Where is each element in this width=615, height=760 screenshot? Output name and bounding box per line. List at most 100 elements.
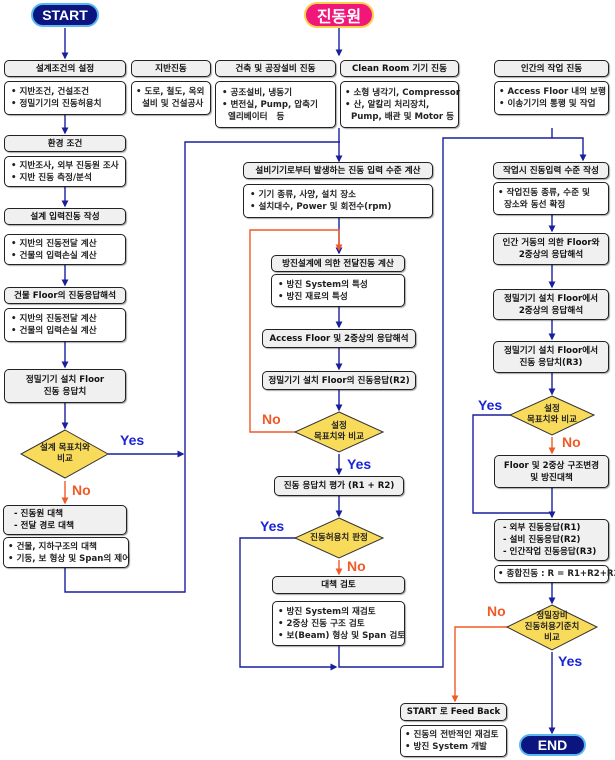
label-line: 설정: [544, 404, 560, 414]
list-item: • 지반의 진동전달 계산: [11, 314, 97, 324]
label-line: - 인간작업 진동응답(R3): [503, 547, 597, 557]
total-vibration: • 종합진동 : R = R1+R2+R3: [494, 565, 615, 583]
review-body: • 방진 System의 재검토 • 2중상 진동 구조 검토 • 보(Beam…: [272, 601, 405, 646]
list-item: • 건물의 입력손실 계산: [11, 250, 97, 261]
work-input-header: 작업시 진동입력 수준 작성: [493, 162, 609, 179]
design-conditions-header: 설계조건의 설정: [4, 60, 126, 77]
isolation-body: • 방진 System의 특성 • 방진 재료의 특성: [271, 274, 405, 307]
cleanroom-vibration-body: • 소형 냉각기, Compressor • 산, 알칼리 처리장치, Pump…: [340, 81, 461, 128]
list-item: • 지반의 진동전달 계산: [11, 238, 97, 249]
label-line: Floor 및 2중상 구조변경: [503, 460, 600, 471]
evaluate-response: 진동 응답치 평가 (R1 + R2): [274, 476, 404, 496]
line-final-no: [451, 626, 509, 703]
start-terminal: START: [31, 3, 99, 27]
no-label-right: No: [562, 434, 581, 450]
list-item: • 보(Beam) 형상 및 Span 검토: [278, 630, 406, 641]
install-floor-2nd-response: 정밀기기 설치 Floor에서 2중상의 응답해석: [493, 289, 609, 320]
list-item: 엘리베이터 등: [222, 111, 285, 122]
label-line: 진동 응답치: [43, 387, 87, 397]
list-item: • 변전실, Pump, 압축기: [222, 99, 318, 110]
install-floor-response: 정밀기기 설치 Floor 진동 응답치: [4, 369, 126, 403]
list-item: • Access Floor 내의 보행: [499, 87, 606, 97]
label-line: 진동 응답치(R3): [519, 358, 583, 368]
line-allowable-yes: [239, 537, 338, 671]
label-line: 정밀장비: [536, 610, 568, 621]
cleanroom-vibration-header: Clean Room 기기 진동: [340, 60, 459, 77]
line-center-no-loop: [249, 229, 343, 433]
list-item: • 소형 냉각기, Compressor: [345, 87, 461, 98]
structure-body: • 건물, 지하구조의 대책 • 기둥, 보 형상 및 Span의 제어: [3, 537, 131, 568]
environment-body: • 지반조사, 외부 진동원 조사 • 지반 진동 측정/분석: [4, 156, 126, 187]
work-input-body: • 작업진동 종류, 수준 및 장소와 동선 확정: [493, 182, 609, 215]
list-item: • 건물, 지하구조의 대책: [8, 541, 97, 552]
label-line: 정밀기기 설치 Floor에서: [503, 293, 599, 304]
human-vibration-body: • Access Floor 내의 보행 • 이송기기의 통행 및 작업: [494, 81, 609, 115]
decision-allowable-label: 진동허용치 판정: [295, 530, 383, 546]
list-item: Pump, 배관 및 Motor 등: [345, 111, 455, 122]
list-item: • 방진 System 개발: [405, 742, 487, 752]
list-item: • 진동의 전반적인 재검토: [405, 730, 499, 740]
decision-center: [293, 411, 385, 453]
list-item: • 2중상 진동 구조 검토: [278, 618, 365, 629]
human-floor-response: 인간 거동의 의한 Floor와 2중상의 응답해석: [493, 233, 609, 265]
responses-box: - 외부 진동응답(R1) - 설비 진동응답(R2) - 인간작업 진동응답(…: [494, 519, 609, 561]
label-line: 인간 거동의 의한 Floor와: [502, 238, 600, 248]
line-right-yes: [472, 414, 552, 514]
feedback-header: START 로 Feed Back: [400, 703, 507, 721]
label-line: 목표치와 비교: [527, 415, 577, 425]
human-vibration-header: 인간의 작업 진동: [494, 60, 609, 77]
line-review-out: [338, 137, 587, 668]
decision-allowable: [293, 517, 385, 559]
label-line: 설계 목표치와: [40, 443, 90, 453]
list-item: • 방진 재료의 특성: [278, 291, 348, 302]
list-item: • 지반 진동 측정/분석: [11, 172, 92, 183]
decision-final: [505, 604, 599, 651]
list-item: • 방진 System의 특성: [278, 279, 368, 290]
access-floor-analysis: Access Floor 및 2중상의 응답해석: [262, 329, 416, 348]
no-label-center: No: [262, 411, 281, 427]
review-header: 대책 검토: [272, 576, 405, 594]
list-item: • 이송기기의 통행 및 작업: [499, 99, 596, 109]
design-conditions-body: • 지반조건, 건설조건 • 정밀기기의 진동허용치: [4, 81, 126, 115]
label-line: 설정: [331, 421, 347, 431]
list-item: 설비 및 건설공사: [136, 99, 204, 109]
environment-header: 환경 조건: [4, 135, 126, 152]
floor-response-body: • 지반의 진동전달 계산 • 건물의 입력손실 계산: [4, 308, 126, 342]
isolation-header: 방진설계에 의한 전달진동 계산: [271, 255, 405, 272]
list-item: • 기기 종류, 사양, 설치 장소: [250, 190, 357, 200]
list-item: 장소와 동선 확정: [498, 199, 566, 210]
list-item: • 도로, 철도, 옥외: [136, 87, 205, 97]
feedback-body: • 진동의 전반적인 재검토 • 방진 System 개발: [400, 725, 507, 757]
label-line: 및 방진대책: [530, 472, 573, 483]
countermeasure-box: - 진동원 대책 - 전달 경로 대책: [3, 505, 127, 535]
floor-response-header: 건물 Floor의 진동응답해석: [4, 287, 126, 304]
label-line: 진동허용기준치: [524, 621, 580, 632]
input-level-header: 설비기기로부터 발생하는 진동 입력 수준 계산: [243, 162, 433, 179]
label-line: 2중상의 응답해석: [518, 305, 584, 316]
input-vibration-header: 설계 입력진동 작성: [4, 208, 126, 225]
list-item: • 산, 알칼리 처리장치,: [345, 99, 430, 110]
ground-vibration-header: 지반진동: [131, 60, 211, 77]
list-item: • 지반조사, 외부 진동원 조사: [11, 160, 119, 171]
label-line: 정밀기기 설치 Floor에서: [503, 346, 599, 356]
label-line: 진동허용치 판정: [310, 532, 368, 543]
label-line: 비교: [57, 454, 73, 464]
yes-label-allowable: Yes: [260, 518, 285, 534]
list-item: • 정밀기기의 진동허용치: [11, 99, 102, 109]
list-item: • 기둥, 보 형상 및 Span의 제어: [8, 553, 131, 564]
yes-label-final: Yes: [558, 653, 583, 669]
label-line: - 전달 경로 대책: [14, 521, 74, 531]
no-label-allowable: No: [347, 558, 366, 574]
list-item: • 공조설비, 냉동기: [222, 87, 293, 98]
no-label-final: No: [487, 603, 506, 619]
end-terminal: END: [519, 734, 586, 756]
yes-label-center: Yes: [347, 456, 372, 472]
label-line: 2중상의 응답해석: [518, 250, 584, 260]
list-item: • 지반조건, 건설조건: [11, 87, 89, 97]
list-item: • 설치대수, Power 및 회전수(rpm): [250, 202, 392, 212]
